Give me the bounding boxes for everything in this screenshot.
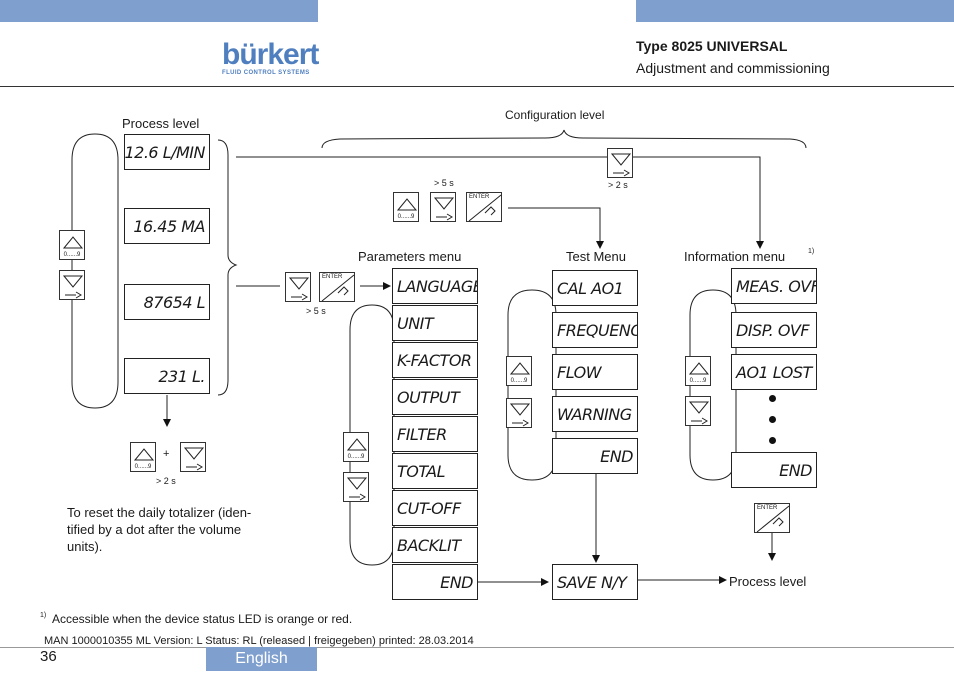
up-button-caption: 0......9 (510, 378, 528, 384)
test-menu-label: Test Menu (566, 249, 626, 264)
header-band-left (0, 0, 318, 22)
language-tab: English (206, 647, 317, 671)
process-level-return-label: Process level (729, 574, 807, 589)
param-up-button[interactable]: 0......9 (343, 432, 369, 462)
param-item-k-factor: K-FACTOR (392, 342, 478, 378)
down-arrow-icon (509, 403, 531, 427)
config-enter-button[interactable]: ENTER (466, 192, 502, 222)
test-item-cal-ao1: CAL AO1 (552, 270, 638, 306)
param-item-cut-off: CUT-OFF (392, 490, 478, 526)
down-arrow-icon (346, 477, 368, 501)
up-button-caption: 0......9 (397, 214, 415, 220)
configuration-level-label: Configuration level (505, 108, 605, 122)
down-arrow-icon (183, 447, 205, 471)
process-level-label: Process level (122, 116, 200, 131)
info-down-button[interactable] (685, 396, 711, 426)
document-title: Type 8025 UNIVERSAL (636, 38, 788, 54)
process-display-totalizer: 87654 L (124, 284, 210, 320)
config-hold-time: > 5 s (434, 178, 454, 188)
param-item-output: OUTPUT (392, 379, 478, 415)
reset-note-line: units). (67, 539, 103, 554)
up-button-caption: 0......9 (689, 378, 707, 384)
header-band-right (636, 0, 954, 22)
reset-note-line: tified by a dot after the volume (67, 522, 242, 537)
process-down-button[interactable] (59, 270, 85, 300)
enter-button-caption: ENTER (469, 194, 490, 200)
information-menu-label: Information menu (684, 249, 786, 264)
up-arrow-icon (396, 198, 418, 211)
footer-rule (0, 647, 954, 648)
process-up-button[interactable]: 0......9 (59, 230, 85, 260)
param-item-language: LANGUAGE (392, 268, 478, 304)
down-arrow-icon (62, 275, 84, 299)
footnote-text: Accessible when the device status LED is… (52, 612, 353, 626)
param-item-end: END (392, 564, 478, 600)
plus-sign: + (163, 448, 170, 460)
logo-word: bürkert (222, 38, 319, 71)
test-item-end: END (552, 438, 638, 474)
up-button-caption: 0......9 (63, 252, 81, 258)
info-up-button[interactable]: 0......9 (685, 356, 711, 386)
info-hold-time: > 2 s (608, 180, 628, 190)
information-footnote-mark: 1) (808, 248, 815, 255)
param-hold-time: > 5 s (306, 306, 326, 316)
footnote-mark: 1) (40, 612, 47, 619)
up-arrow-icon (688, 362, 710, 375)
param-enter-button[interactable]: ENTER (319, 272, 355, 302)
up-button-caption: 0......9 (347, 454, 365, 460)
process-display-current: 16.45 MA (124, 208, 210, 244)
config-info-down-button[interactable] (607, 148, 633, 178)
enter-button-caption: ENTER (757, 505, 778, 511)
test-item-warning: WARNING (552, 396, 638, 432)
up-arrow-icon (346, 438, 368, 451)
info-item-meas-ovf: MEAS. OVF (731, 268, 817, 304)
continuation-dot (769, 395, 776, 402)
enter-button-caption: ENTER (322, 274, 343, 280)
test-down-button[interactable] (506, 398, 532, 428)
param-item-unit: UNIT (392, 305, 478, 341)
header-rule (0, 86, 954, 87)
up-arrow-icon (62, 236, 84, 249)
process-display-flow-rate: 12.6 L/MIN (124, 134, 210, 170)
reset-up-button[interactable]: 0......9 (130, 442, 156, 472)
up-arrow-icon (509, 362, 531, 375)
down-arrow-icon (610, 153, 632, 177)
info-item-ao1-lost: AO1 LOST (731, 354, 817, 390)
reset-down-button[interactable] (180, 442, 206, 472)
info-item-disp-ovf: DISP. OVF (731, 312, 817, 348)
reset-note-line: To reset the daily totalizer (iden- (67, 505, 252, 520)
info-item-end: END (731, 452, 817, 488)
enter-icon (468, 194, 502, 222)
document-subtitle: Adjustment and commissioning (636, 60, 830, 76)
reset-note: To reset the daily totalizer (iden- tifi… (67, 504, 251, 555)
save-display: SAVE N/Y (552, 564, 638, 600)
document-metadata-line: MAN 1000010355 ML Version: L Status: RL … (44, 635, 474, 647)
burkert-logo: bürkert FLUID CONTROL SYSTEMS (222, 38, 319, 77)
param-item-filter: FILTER (392, 416, 478, 452)
enter-icon (321, 274, 355, 302)
up-button-caption: 0......9 (134, 464, 152, 470)
test-item-flow: FLOW (552, 354, 638, 390)
down-arrow-icon (688, 401, 710, 425)
param-scroll-down-button[interactable] (343, 472, 369, 502)
param-item-total: TOTAL (392, 453, 478, 489)
param-down-button[interactable] (285, 272, 311, 302)
parameters-menu-label: Parameters menu (358, 249, 462, 264)
test-item-frequenc: FREQUENC. (552, 312, 638, 348)
test-up-button[interactable]: 0......9 (506, 356, 532, 386)
down-arrow-icon (433, 197, 455, 221)
page-number: 36 (40, 648, 57, 665)
down-arrow-icon (288, 277, 310, 301)
reset-hold-time: > 2 s (156, 476, 176, 486)
config-up-button[interactable]: 0......9 (393, 192, 419, 222)
config-down-button[interactable] (430, 192, 456, 222)
continuation-dot (769, 416, 776, 423)
param-item-backlit: BACKLIT (392, 527, 478, 563)
info-enter-button[interactable]: ENTER (754, 503, 790, 533)
logo-tagline: FLUID CONTROL SYSTEMS (222, 70, 310, 76)
continuation-dot (769, 437, 776, 444)
up-arrow-icon (133, 448, 155, 461)
process-display-daily-totalizer: 231 L. (124, 358, 210, 394)
enter-icon (756, 505, 790, 533)
